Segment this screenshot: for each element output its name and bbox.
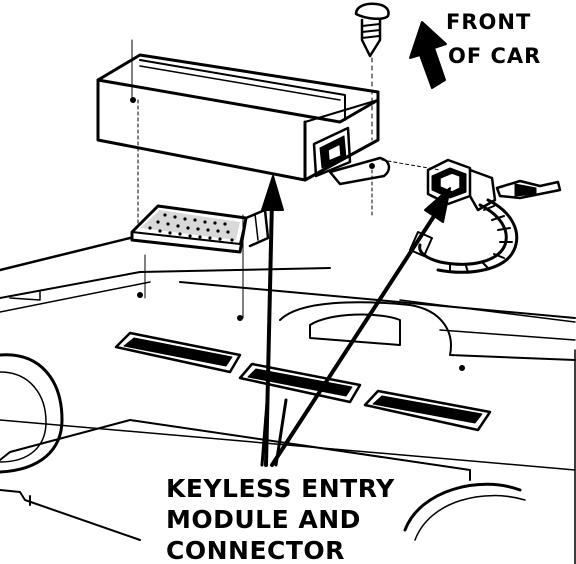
vent-slot-3 <box>363 389 492 432</box>
pointer-arrows <box>260 175 451 467</box>
keyless-entry-module <box>96 53 391 186</box>
wiring-harness <box>409 198 519 274</box>
front-of-car-label-line2: OF CAR <box>448 44 542 68</box>
harness-connector <box>426 158 497 212</box>
vent-slot-1 <box>114 331 242 374</box>
floor-panel <box>0 236 576 471</box>
bracket <box>244 208 270 248</box>
foam-pad <box>130 204 248 254</box>
harness-plug <box>495 179 562 200</box>
floor-dots <box>137 292 465 371</box>
front-of-car-label-line1: FRONT <box>446 10 532 34</box>
lower-body <box>0 419 471 541</box>
mounting-screw-icon <box>354 2 390 141</box>
front-of-car-arrow-icon <box>409 21 447 89</box>
caption-line3: CONNECTOR <box>166 536 345 564</box>
floor-curve-left <box>0 353 64 474</box>
floor-curve-right <box>403 482 526 541</box>
caption-line2: MODULE AND <box>166 505 361 534</box>
caption-line1: KEYLESS ENTRY <box>166 474 395 503</box>
vent-slot-2 <box>238 362 362 404</box>
